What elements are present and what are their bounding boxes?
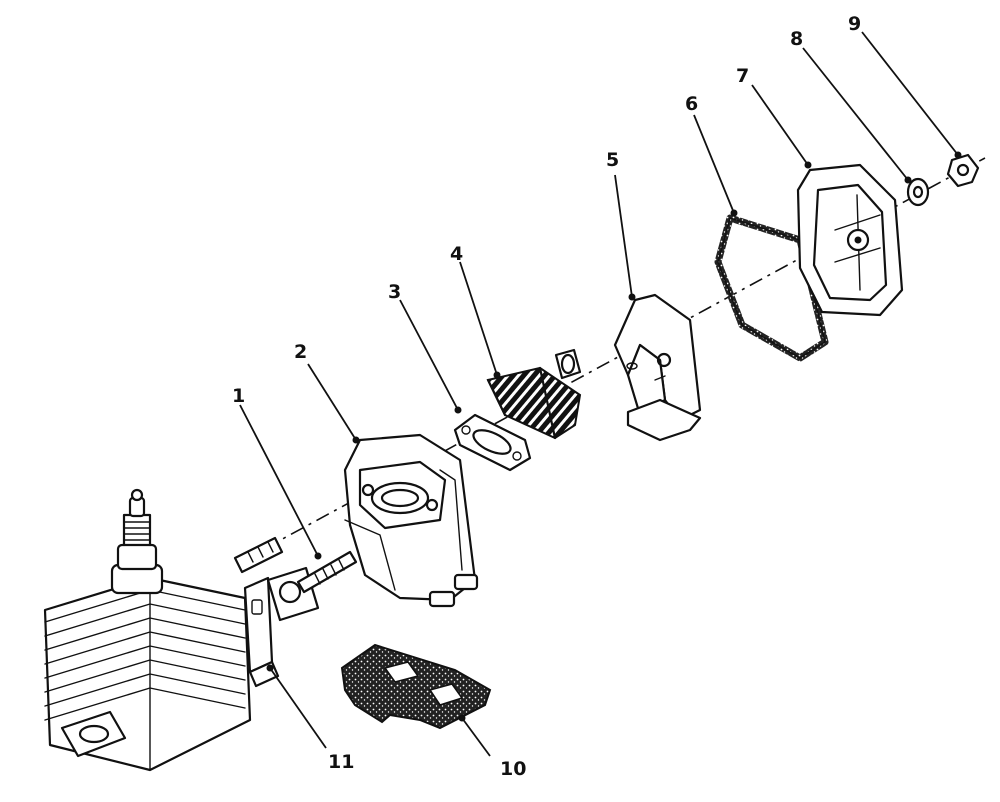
callout-8: 8 — [790, 28, 803, 50]
callout-7: 7 — [736, 65, 749, 87]
callout-9: 9 — [848, 13, 861, 35]
part-10-heat-shield — [340, 643, 492, 730]
callout-11: 11 — [328, 751, 354, 773]
callout-1: 1 — [232, 385, 245, 407]
part-5-shield — [613, 293, 702, 442]
callout-6: 6 — [685, 93, 698, 115]
part-9-nut — [946, 153, 980, 188]
callout-5: 5 — [606, 149, 619, 171]
part-7-cover — [796, 163, 904, 317]
callout-labels: 1 2 3 4 5 6 7 8 9 10 11 — [232, 13, 861, 780]
callout-4: 4 — [450, 243, 463, 265]
leader-lines — [239, 31, 962, 757]
engine-cylinder — [43, 488, 252, 772]
part-1-bolt-and-gasket — [233, 536, 358, 622]
part-8-washer — [906, 177, 930, 207]
part-4-spark-screen — [486, 366, 582, 440]
part-3-gasket — [453, 413, 532, 472]
part-2-muffler-body — [343, 433, 479, 608]
callout-10: 10 — [500, 758, 526, 780]
callout-3: 3 — [388, 281, 401, 303]
part-11-bracket — [243, 576, 280, 688]
axis-nut — [554, 348, 582, 380]
callout-2: 2 — [294, 341, 307, 363]
